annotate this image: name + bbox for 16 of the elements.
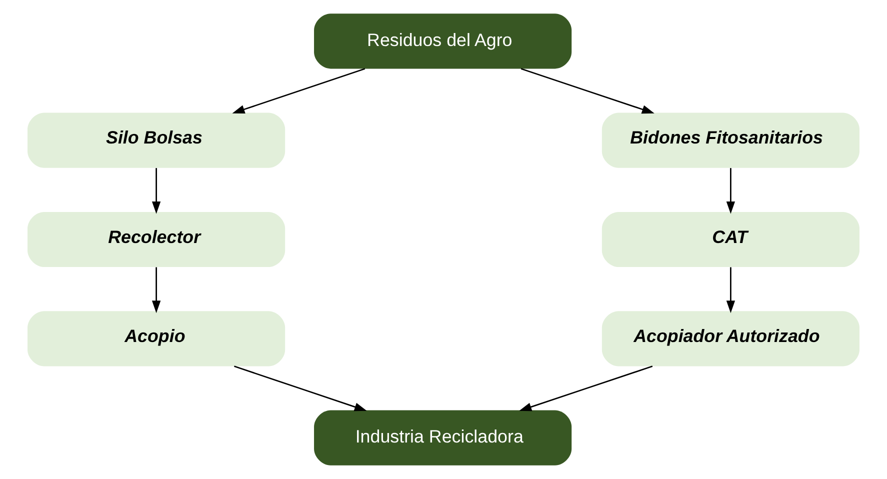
- node-box: Silo Bolsas: [28, 112, 286, 168]
- arrow: [726, 168, 736, 214]
- arrow: [726, 267, 736, 314]
- node-box: Acopiador Autorizado: [602, 311, 860, 366]
- arrow: [234, 366, 367, 412]
- node-box: Bidones Fitosanitarios: [602, 112, 860, 168]
- node-box: CAT: [602, 212, 860, 268]
- node-box: Acopio: [28, 311, 286, 366]
- node-box: Residuos del Agro: [314, 14, 572, 69]
- arrow: [152, 168, 161, 214]
- node-box: Industria Recicladora: [314, 410, 572, 466]
- arrow: [152, 267, 161, 314]
- arrow: [520, 68, 654, 114]
- node-box: Recolector: [28, 212, 286, 268]
- arrow: [519, 366, 653, 412]
- arrow: [232, 68, 366, 114]
